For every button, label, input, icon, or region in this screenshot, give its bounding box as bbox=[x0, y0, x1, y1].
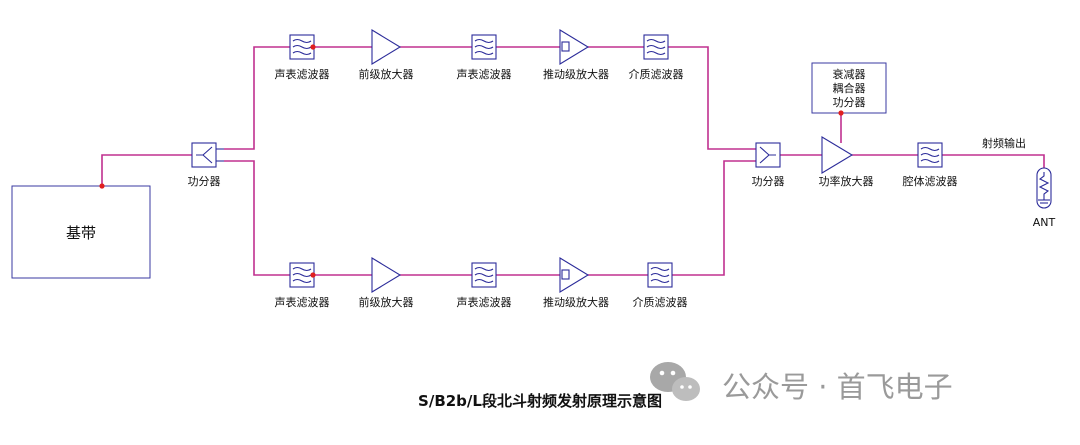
power-amp-label: 功率放大器 bbox=[819, 174, 874, 188]
junction-dots bbox=[99, 44, 844, 278]
splitter-output-label: 功分器 bbox=[752, 175, 785, 188]
top-preamp-label: 前级放大器 bbox=[359, 67, 414, 81]
cavity-filter-label: 腔体滤波器 bbox=[903, 174, 958, 188]
bottom-saw-filter-2-label: 声表滤波器 bbox=[457, 295, 512, 309]
bottom-dielectric-filter-label: 介质滤波器 bbox=[633, 296, 688, 309]
top-driver-amp: 推动级放大器 bbox=[543, 29, 609, 81]
splitter-output: 功分器 bbox=[752, 142, 785, 188]
side-block-line-1: 衰减器 bbox=[833, 67, 866, 81]
top-saw-filter-1-label: 声表滤波器 bbox=[275, 67, 330, 81]
splitter-input: 功分器 bbox=[188, 142, 224, 188]
attenuator-coupler-block: 衰减器 耦合器 功分器 bbox=[811, 62, 887, 114]
top-dielectric-filter-label: 介质滤波器 bbox=[629, 68, 684, 81]
power-amp: 功率放大器 bbox=[819, 136, 874, 188]
antenna-label: ANT bbox=[1033, 216, 1056, 229]
cavity-filter: 腔体滤波器 bbox=[903, 142, 958, 188]
side-block-line-3: 功分器 bbox=[833, 96, 866, 109]
bottom-driver-amp-label: 推动级放大器 bbox=[543, 295, 609, 309]
bottom-saw-filter-2: 声表滤波器 bbox=[457, 262, 512, 309]
bottom-preamp-label: 前级放大器 bbox=[359, 295, 414, 309]
top-driver-amp-label: 推动级放大器 bbox=[543, 67, 609, 81]
top-dielectric-filter: 介质滤波器 bbox=[629, 34, 684, 81]
top-saw-filter-1: 声表滤波器 bbox=[275, 34, 330, 81]
watermark: 公众号 · 首飞电子 bbox=[650, 362, 953, 404]
top-saw-filter-2-label: 声表滤波器 bbox=[457, 67, 512, 81]
baseband-block: 基带 bbox=[11, 185, 151, 279]
top-saw-filter-2: 声表滤波器 bbox=[457, 34, 512, 81]
diagram-caption: S/B2b/L段北斗射频发射原理示意图 bbox=[418, 392, 662, 410]
baseband-label: 基带 bbox=[66, 224, 96, 242]
bottom-dielectric-filter: 介质滤波器 bbox=[633, 262, 688, 309]
bottom-saw-filter-1: 声表滤波器 bbox=[275, 262, 330, 309]
wechat-icon bbox=[650, 362, 700, 401]
watermark-text: 公众号 · 首飞电子 bbox=[722, 370, 953, 404]
side-block-line-2: 耦合器 bbox=[833, 81, 866, 95]
antenna-icon: ANT bbox=[1033, 167, 1056, 229]
wires bbox=[101, 46, 1045, 276]
bottom-driver-amp: 推动级放大器 bbox=[543, 257, 609, 309]
top-preamp: 前级放大器 bbox=[359, 29, 414, 81]
splitter-input-label: 功分器 bbox=[188, 175, 221, 188]
bottom-preamp: 前级放大器 bbox=[359, 257, 414, 309]
bottom-saw-filter-1-label: 声表滤波器 bbox=[275, 295, 330, 309]
rf-output-label: 射频输出 bbox=[982, 136, 1026, 150]
